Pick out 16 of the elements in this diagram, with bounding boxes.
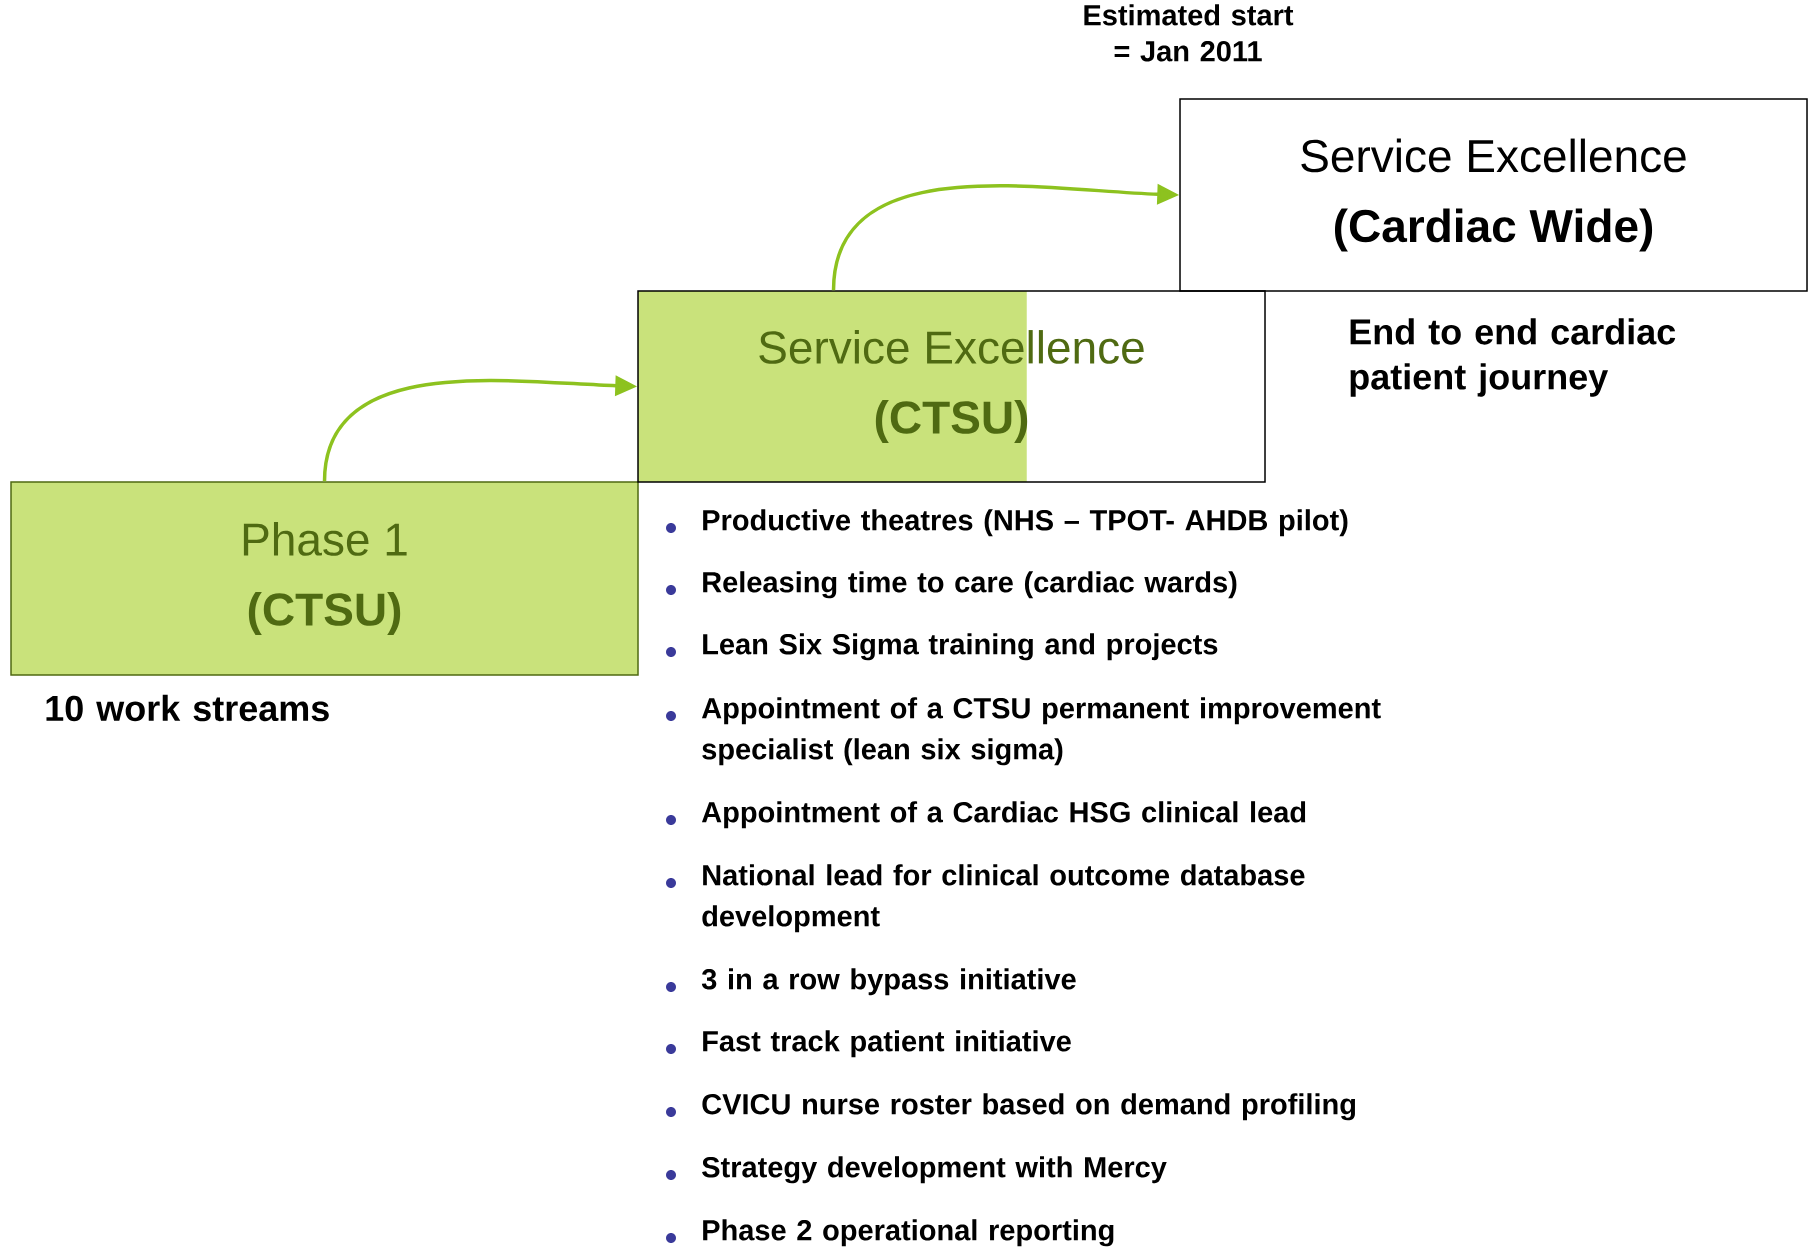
bullet-item: Lean Six Sigma training and projects (703, 633, 1218, 661)
process-box: Service Excellence (Cardiac Wide) (1179, 98, 1808, 292)
process-box: Phase 1 (CTSU) (10, 481, 639, 676)
bullet-item: 3 in a row bypass initiative (701, 968, 1076, 996)
bullet-item: Phase 2 operational reporting (703, 1219, 1114, 1247)
bullet-item: Productive theatres (NHS – TPOT- AHDB pilot) (703, 509, 1348, 537)
bullet-item: Strategy development with Mercy (702, 1156, 1167, 1184)
bullet-item: Appointment of a CTSU permanent improvement specialist (lean six sigma) (701, 697, 1381, 766)
bullet-item: National lead for clinical outcome database development (702, 864, 1305, 933)
bullet-item: Fast track patient initiative (703, 1030, 1071, 1058)
side-note: 10 work streams (46, 694, 329, 722)
side-note: Estimated start = Jan 2011 (1084, 4, 1294, 62)
side-note: End to end cardiac patient journey (1350, 318, 1676, 397)
bullet-item: CVICU nurse roster based on demand profiling (702, 1093, 1356, 1121)
bullet-item: Releasing time to care (cardiac wards) (703, 571, 1237, 599)
bullet-item: Appointment of a Cardiac HSG clinical lead (701, 801, 1306, 829)
